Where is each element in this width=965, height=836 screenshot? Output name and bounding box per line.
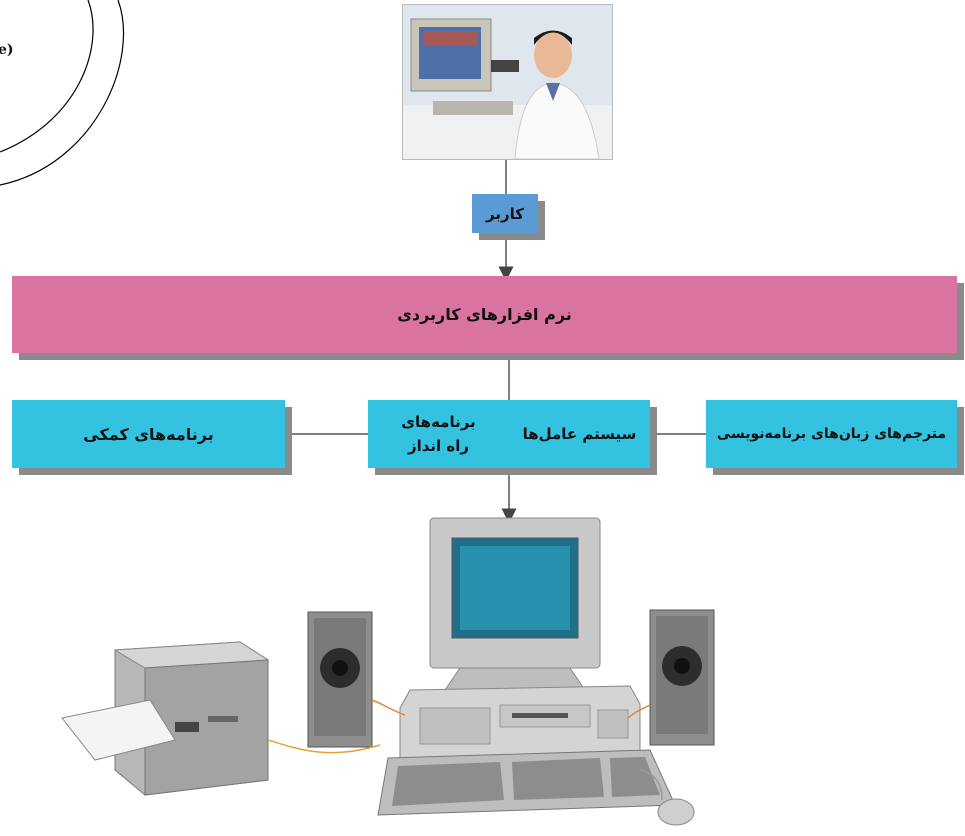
keyboard-icon	[377, 749, 676, 816]
mouse-icon	[639, 769, 695, 826]
applications-label: نرم افزارهای کاربردی	[397, 305, 572, 324]
printer-icon	[61, 641, 270, 796]
system-unit	[399, 685, 641, 759]
speaker-icon	[307, 611, 373, 748]
drivers-os-box: برنامه‌های راه انداز سیستم عامل‌ها	[368, 400, 650, 468]
speaker-icon	[649, 609, 715, 746]
corner-text: e)	[0, 42, 14, 58]
user-label: کاربر	[486, 204, 524, 223]
applications-bar: نرم افزارهای کاربردی	[12, 276, 957, 353]
drivers-label-line2: راه انداز	[407, 437, 470, 455]
utilities-box: برنامه‌های کمکی	[12, 400, 285, 468]
monitor-icon	[429, 517, 601, 691]
os-label-group: سیستم عامل‌ها	[509, 400, 650, 468]
translators-label: مترجم‌های زبان‌های برنامه‌نویسی	[716, 426, 947, 442]
user-label-box: کاربر	[472, 194, 538, 233]
drivers-label-group: برنامه‌های راه انداز	[368, 400, 509, 468]
drivers-label-line1: برنامه‌های	[401, 413, 476, 431]
utilities-label: برنامه‌های کمکی	[83, 424, 214, 444]
translators-box: مترجم‌های زبان‌های برنامه‌نویسی	[706, 400, 957, 468]
os-label: سیستم عامل‌ها	[522, 425, 637, 443]
user-photo	[402, 4, 613, 160]
